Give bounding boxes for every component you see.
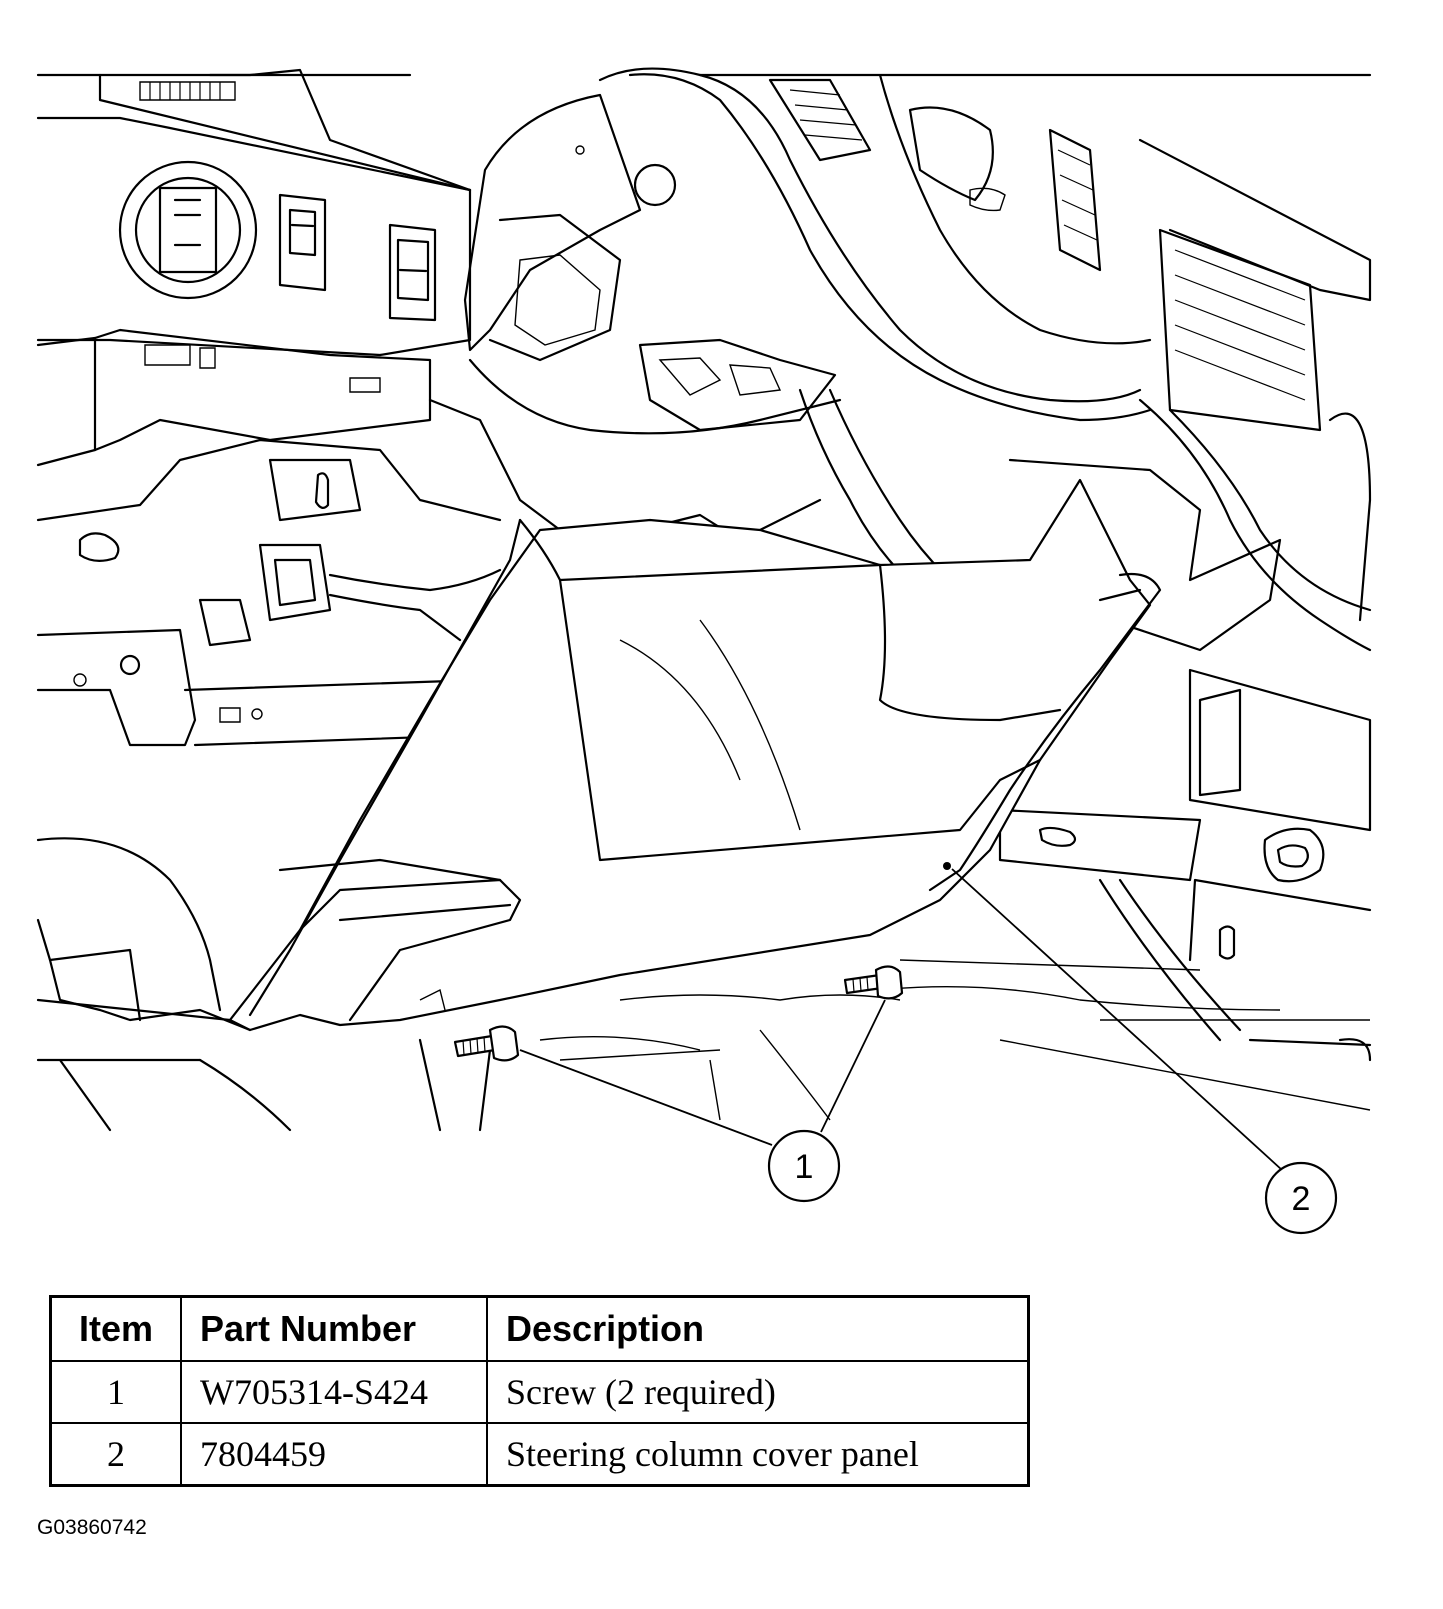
header-item: Item [49, 1295, 182, 1362]
table-row: 1 W705314-S424 Screw (2 required) [49, 1360, 1030, 1424]
cell-description: Screw (2 required) [486, 1360, 1030, 1424]
cell-description: Steering column cover panel [486, 1422, 1030, 1487]
steering-wheel-icon [598, 67, 1372, 702]
cell-part-number: 7804459 [180, 1422, 488, 1487]
callout-1-label: 1 [795, 1148, 814, 1186]
table-row: 2 7804459 Steering column cover panel [49, 1422, 1030, 1487]
cell-item: 1 [49, 1360, 182, 1424]
dash-switch-icon [388, 223, 437, 322]
parts-table: Item Part Number Description 1 W705314-S… [49, 1295, 1030, 1487]
callout-2: 2 [1264, 1161, 1338, 1235]
cell-part-number: W705314-S424 [180, 1360, 488, 1424]
headlamp-switch-icon [118, 160, 258, 300]
header-part-number: Part Number [180, 1295, 488, 1362]
dash-switch-icon [278, 193, 327, 292]
figure-code: G03860742 [37, 1516, 147, 1539]
screw-icon [843, 965, 904, 1000]
callout-1: 1 [767, 1129, 841, 1203]
cell-item: 2 [49, 1422, 182, 1487]
header-description: Description [486, 1295, 1030, 1362]
dashboard-illustration [36, 67, 1372, 1171]
callout-2-label: 2 [1292, 1180, 1311, 1218]
table-header-row: Item Part Number Description [49, 1295, 1030, 1362]
steering-column-cover-panel [228, 478, 1162, 1032]
screw-icon [453, 1025, 520, 1062]
